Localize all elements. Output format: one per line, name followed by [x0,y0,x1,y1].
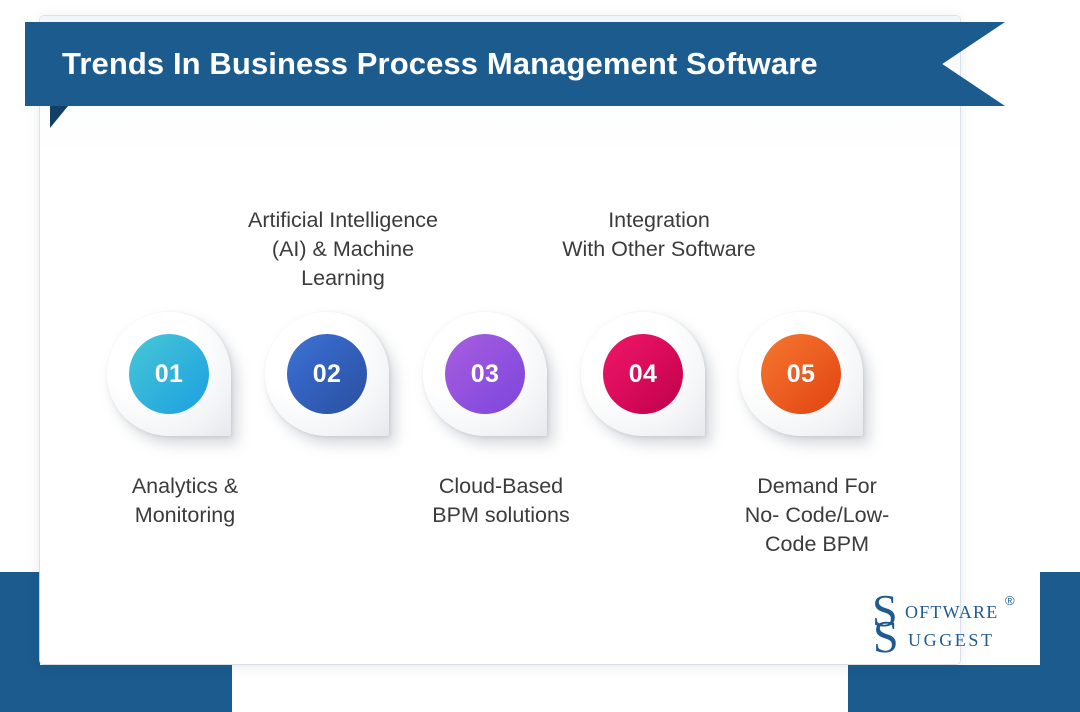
step-number-05: 05 [761,334,841,414]
step-number-03: 03 [445,334,525,414]
step-label-03: Cloud-Based BPM solutions [432,474,570,527]
banner-fold-tail [50,106,68,128]
registered-trademark-icon: ® [1005,593,1015,608]
brand-logo: S oftware ® S uggest [872,585,1022,660]
step-number-02: 02 [287,334,367,414]
step-label-02: Artificial Intelligence (AI) & Machine L… [247,208,438,290]
corner-bracket-bottom-right-horizontal [848,665,1080,712]
step-bubble-02[interactable]: 02 [265,312,389,436]
banner-ribbon: Trends In Business Process Management So… [25,22,1005,106]
logo-word-software: oftware [905,597,999,624]
step-bubble-03[interactable]: 03 [423,312,547,436]
corner-bracket-bottom-left-horizontal [0,665,232,712]
step-label-04: Integration With Other Software [562,208,756,261]
step-number-01: 01 [129,334,209,414]
step-label-01: Analytics & Monitoring [131,474,239,527]
step-number-04: 04 [603,334,683,414]
step-label-05: Demand For No- Code/Low- Code BPM [744,474,890,556]
step-bubble-04[interactable]: 04 [581,312,705,436]
step-bubble-01[interactable]: 01 [107,312,231,436]
logo-capital-s-top: S [872,585,898,636]
steps-row: Analytics & Monitoring 01 Artificial Int… [106,206,896,586]
logo-word-suggest: uggest [908,625,995,652]
logo-capital-s-bottom: S [873,611,899,662]
header-banner: Trends In Business Process Management So… [25,22,1005,128]
step-bubble-05[interactable]: 05 [739,312,863,436]
page-title: Trends In Business Process Management So… [62,46,818,81]
